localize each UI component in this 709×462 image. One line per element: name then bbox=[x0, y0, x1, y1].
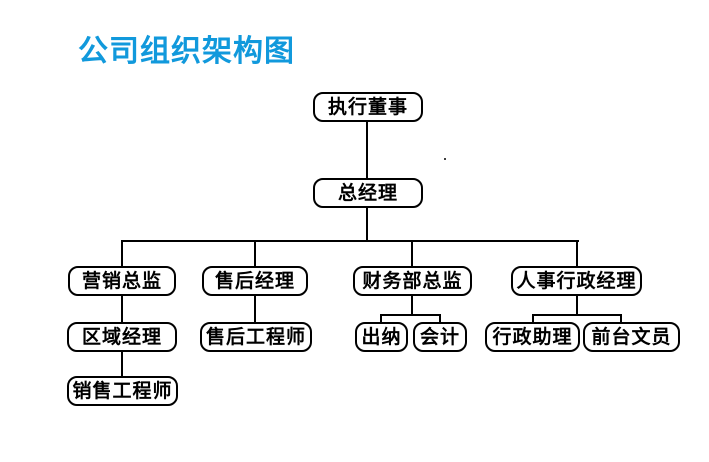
connector-drop-admin-assistant bbox=[532, 314, 534, 322]
org-node-accountant: 会计 bbox=[413, 322, 467, 352]
connector-hr-stub bbox=[576, 296, 578, 315]
connector-drop-aftersales-mgr bbox=[254, 240, 256, 266]
org-node-general-manager: 总经理 bbox=[313, 178, 423, 208]
org-node-executive-director: 执行董事 bbox=[313, 92, 423, 122]
org-node-cashier: 出纳 bbox=[355, 322, 408, 352]
connector-drop-marketing bbox=[121, 240, 123, 266]
page-title: 公司组织架构图 bbox=[78, 35, 295, 68]
org-node-admin-assistant: 行政助理 bbox=[485, 322, 580, 352]
org-node-front-desk-clerk: 前台文员 bbox=[583, 322, 680, 352]
stray-dot bbox=[444, 158, 446, 160]
org-node-marketing-director: 营销总监 bbox=[68, 266, 176, 296]
org-node-after-sales-manager: 售后经理 bbox=[202, 266, 308, 296]
connector-hr-horizontal bbox=[532, 314, 622, 316]
connector-finance-horizontal bbox=[380, 314, 441, 316]
connector-gm-down bbox=[366, 208, 368, 241]
org-node-regional-manager: 区域经理 bbox=[67, 322, 177, 352]
connector-drop-cashier bbox=[380, 314, 382, 323]
connector-drop-hr bbox=[576, 240, 578, 266]
connector-drop-front-desk bbox=[620, 314, 622, 322]
connector-marketing-to-regional bbox=[121, 296, 123, 322]
connector-drop-accountant bbox=[439, 314, 441, 323]
connector-exec-to-gm bbox=[366, 122, 368, 178]
connector-main-horizontal bbox=[121, 240, 579, 242]
org-node-finance-director: 财务部总监 bbox=[353, 266, 472, 296]
connector-regional-to-saleseng bbox=[121, 352, 123, 376]
connector-finance-stub bbox=[411, 296, 413, 315]
connector-drop-finance bbox=[411, 240, 413, 266]
connector-asmgr-to-aseng bbox=[254, 296, 256, 322]
org-node-hr-admin-manager: 人事行政经理 bbox=[511, 266, 642, 296]
org-node-sales-engineer: 销售工程师 bbox=[67, 376, 178, 406]
org-node-after-sales-engineer: 售后工程师 bbox=[200, 322, 312, 352]
